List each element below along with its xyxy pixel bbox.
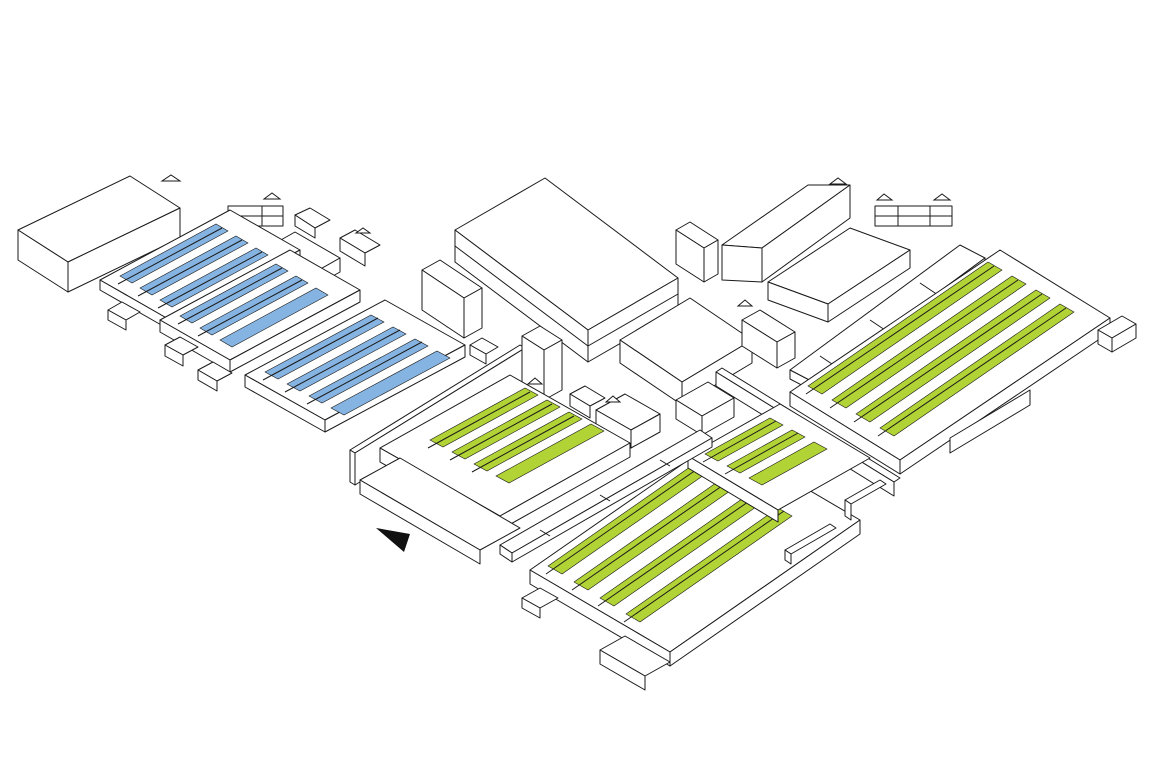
north-arrow-icon [376,528,410,552]
west-hall [17,174,182,293]
ne-hall [721,177,851,283]
triangle-marker-icon [875,193,894,201]
ne-mid-hall [767,227,911,323]
triangle-marker-icon [262,192,282,200]
green-block-center-east [687,403,887,565]
center-service-strip [499,429,713,563]
triangle-marker-icon [604,395,622,403]
west-block [17,174,526,486]
mid-small-blocks [569,381,735,449]
blue-bays-lower [244,299,466,433]
ne-annex [675,221,719,283]
triangle-marker-icon [526,377,544,385]
triangle-marker-icon [736,299,754,307]
ne-small-blocks [741,193,953,369]
green-block-east [789,249,1137,475]
triangle-marker-icon [932,193,952,201]
blue-bays-middle [159,249,361,373]
triangle-marker-icon [828,177,848,185]
west-edge-blocks [107,301,499,392]
green-block-south-central [359,374,631,565]
large-hall [454,177,679,363]
triangle-marker-icon [354,227,372,234]
annex-left [421,259,483,339]
triangle-marker-icon [160,174,182,182]
